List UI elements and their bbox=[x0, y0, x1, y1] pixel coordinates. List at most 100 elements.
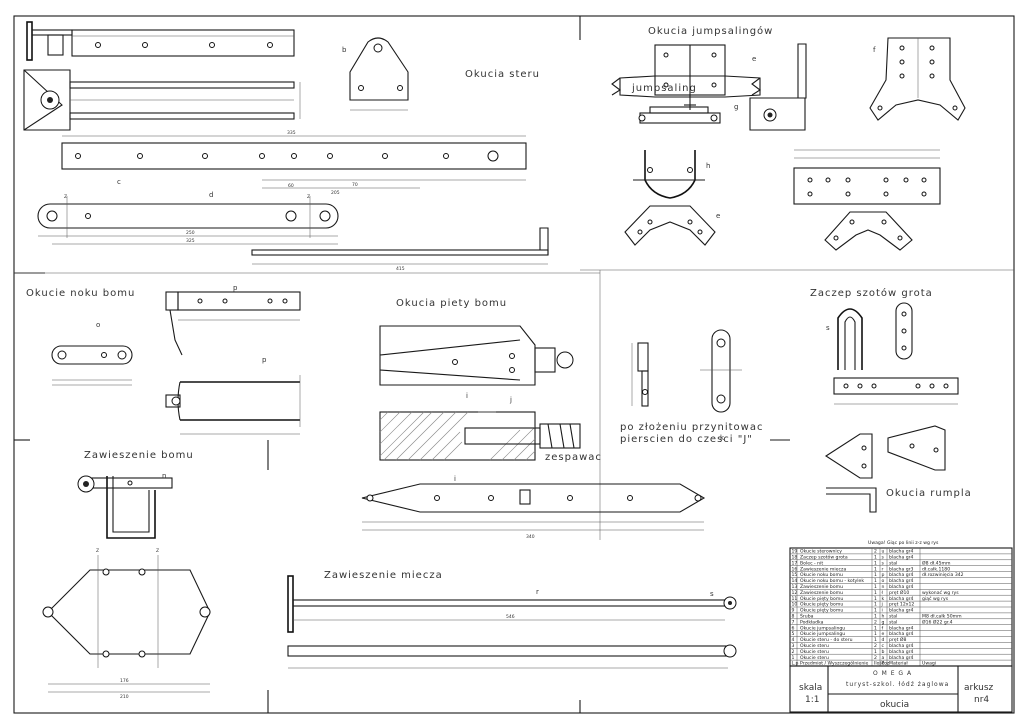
table-cell-qty: 1 bbox=[874, 590, 877, 596]
table-cell-qty: 1 bbox=[874, 572, 877, 578]
table-cell-material: blacha gr4 bbox=[889, 643, 914, 649]
table-cell-name: Śruba bbox=[800, 613, 814, 620]
table-cell-name: Zawieszenie bomu bbox=[800, 584, 843, 590]
mark-p-2: p bbox=[262, 356, 267, 364]
mark-z-2: Z bbox=[307, 194, 310, 200]
table-cell-name: Okucie steru bbox=[800, 655, 829, 661]
note-line2: pierscien do czesci "J" bbox=[620, 434, 753, 445]
table-cell-name: Okucie sterownicy bbox=[800, 549, 842, 555]
table-cell-mark: ł bbox=[882, 590, 884, 596]
section-title-steru: Okucia steru bbox=[465, 69, 540, 80]
table-cell-material: blacha gr4 bbox=[889, 549, 914, 555]
drawing-name: okucia bbox=[880, 700, 909, 710]
section-title-noku-bomu: Okucie noku bomu bbox=[26, 288, 135, 299]
table-cell-name: Zawieszenie bomu bbox=[800, 590, 843, 596]
table-cell-material: blacha gr4 bbox=[889, 572, 914, 578]
table-cell-material: pręt Ø8 bbox=[889, 636, 907, 643]
section-title-piety-bomu: Okucia piety bomu bbox=[396, 298, 507, 309]
table-cell-no: 3 bbox=[792, 643, 795, 649]
table-cell-qty: 1 bbox=[874, 584, 877, 590]
table-cell-mark: s bbox=[882, 556, 885, 561]
table-cell-material: blacha gr4 bbox=[889, 584, 914, 590]
table-cell-material: blacha gr3 bbox=[889, 566, 914, 572]
table-cell-mark: f bbox=[882, 625, 884, 631]
mark-p-1: p bbox=[233, 284, 238, 292]
mark-o: o bbox=[96, 321, 100, 329]
table-cell-qty: 1 bbox=[874, 614, 877, 620]
section-okucia-rumpla: Okucia rumpla bbox=[824, 425, 971, 513]
table-cell-material: blacha gr4 bbox=[889, 625, 914, 631]
mark-r: r bbox=[536, 588, 539, 596]
section-zawieszenie-miecza: Zawieszenie miecza 546 s r bbox=[287, 570, 737, 669]
dim-250: 250 bbox=[186, 230, 195, 236]
table-cell-no: 17 bbox=[792, 560, 798, 566]
mark-n: n bbox=[162, 472, 166, 480]
table-cell-remarks: M8 dł.całk 50mm bbox=[922, 614, 962, 620]
dim-60: 60 bbox=[288, 183, 294, 189]
dim-335: 335 bbox=[287, 130, 296, 136]
table-cell-name: Okucie pięty bomu bbox=[800, 608, 843, 614]
table-cell-mark: u bbox=[882, 550, 885, 555]
table-cell-no: 18 bbox=[792, 555, 798, 561]
table-cell-material: blacha gr4 bbox=[889, 596, 914, 602]
table-cell-remarks: giąć wg rys bbox=[922, 595, 949, 602]
table-cell-mark: d bbox=[882, 637, 885, 643]
table-cell-qty: 1 bbox=[874, 631, 877, 637]
section-okucia-jumpsalingow: Okucia jumpsalingów jumpsaling e g bbox=[611, 25, 966, 251]
table-cell-no: 11 bbox=[792, 596, 798, 602]
table-cell-qty: 1 bbox=[874, 637, 877, 643]
dim-340: 340 bbox=[526, 534, 535, 540]
table-cell-no: 16 bbox=[792, 566, 798, 572]
mark-z-1: Z bbox=[64, 194, 67, 200]
dim-415: 415 bbox=[396, 266, 405, 272]
table-cell-mark: g bbox=[882, 620, 885, 625]
mark-d: d bbox=[209, 191, 213, 199]
table-cell-name: Bolec - nit bbox=[800, 560, 823, 566]
table-cell-no: 6 bbox=[792, 625, 795, 631]
table-cell-qty: 1 bbox=[874, 625, 877, 631]
table-cell-no: 15 bbox=[792, 572, 798, 578]
sheet-frame bbox=[13, 15, 1015, 714]
table-cell-mark: a bbox=[882, 656, 885, 661]
mark-i: i bbox=[466, 392, 468, 400]
table-cell-qty: 1 bbox=[874, 608, 877, 614]
mark-h: h bbox=[706, 162, 710, 170]
table-cell-material: blacha gr4 bbox=[889, 578, 914, 584]
table-cell-no: 9 bbox=[792, 608, 795, 614]
table-cell-material: stal bbox=[889, 614, 897, 620]
table-cell-material: Materiał bbox=[889, 661, 908, 667]
section-zawieszenie-bomu: Zawieszenie bomu n Z Z 176 210 bbox=[42, 450, 211, 700]
table-cell-mark: j bbox=[881, 602, 883, 608]
table-cell-no: 1 bbox=[792, 655, 795, 661]
table-cell-name: Okucie pięty bomu bbox=[800, 602, 843, 608]
table-cell-qty: 1 bbox=[874, 596, 877, 602]
dim-546: 546 bbox=[506, 614, 515, 620]
table-cell-no: 12 bbox=[792, 590, 798, 596]
mark-z-4: Z bbox=[156, 548, 159, 554]
table-cell-mark: n bbox=[882, 585, 885, 590]
title-school: turyst-szkol. łódź żaglowa bbox=[846, 681, 949, 688]
table-cell-qty: 2 bbox=[874, 549, 877, 555]
table-cell-material: pręt Ø10 bbox=[889, 589, 909, 596]
table-cell-mark: i bbox=[882, 608, 883, 614]
table-cell-material: blacha gr4 bbox=[889, 555, 914, 561]
table-cell-material: blacha gr4 bbox=[889, 608, 914, 614]
table-cell-mark: h bbox=[882, 614, 885, 620]
table-cell-mark: o bbox=[882, 579, 885, 584]
table-cell-material: blacha gr4 bbox=[889, 649, 914, 655]
table-cell-qty: 2 bbox=[874, 619, 877, 625]
scale-value: 1:1 bbox=[805, 695, 819, 705]
mark-e-1: e bbox=[752, 55, 756, 63]
table-cell-no: 4 bbox=[792, 637, 795, 643]
table-cell-material: stal bbox=[889, 560, 897, 566]
table-cell-remarks: Ø16 Ø22 gr.4 bbox=[922, 618, 953, 625]
table-cell-no: 7 bbox=[792, 619, 795, 625]
table-cell-name: Zaczep szotów grota bbox=[800, 554, 848, 561]
mark-s-2: s bbox=[710, 590, 714, 598]
dim-210: 210 bbox=[120, 694, 129, 700]
table-cell-no: 2 bbox=[792, 649, 795, 655]
table-cell-name: Okucie pięty bomu bbox=[800, 596, 843, 602]
table-cell-remarks: wykonać wg rys bbox=[922, 589, 959, 596]
jumpsaling-label: jumpsaling bbox=[631, 83, 697, 94]
note-line1: po złożeniu przynitowac bbox=[620, 422, 763, 433]
